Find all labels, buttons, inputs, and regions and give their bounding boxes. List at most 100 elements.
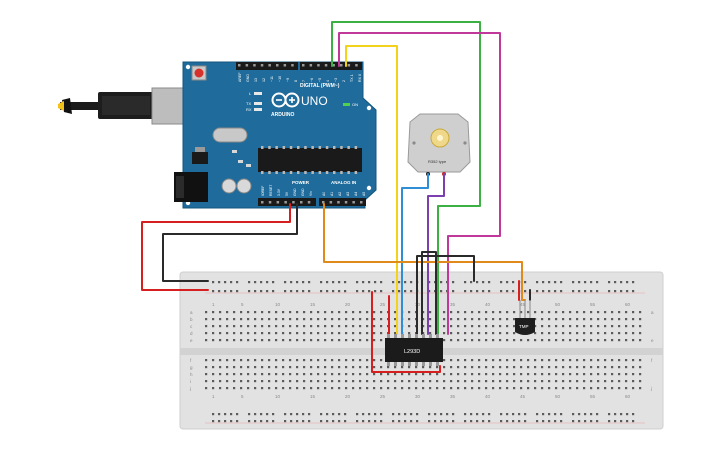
rail-hole xyxy=(236,281,239,284)
rail-hole xyxy=(338,281,341,284)
breadboard-hole xyxy=(296,387,299,390)
breadboard-hole xyxy=(352,373,355,376)
breadboard-hole xyxy=(471,366,474,369)
breadboard-hole xyxy=(632,325,635,328)
usb-cable-tip xyxy=(58,101,64,111)
breadboard-hole xyxy=(639,380,642,383)
breadboard-hole xyxy=(289,359,292,362)
breadboard-hole xyxy=(240,311,243,314)
breadboard-hole xyxy=(373,387,376,390)
breadboard-hole xyxy=(408,311,411,314)
chip-pin xyxy=(275,146,278,149)
rail-hole xyxy=(560,413,563,416)
row-letter: i xyxy=(190,379,191,384)
breadboard-hole xyxy=(261,387,264,390)
breadboard-hole xyxy=(401,380,404,383)
wire-yellow-digital[interactable] xyxy=(345,45,398,335)
smd-component xyxy=(246,164,251,167)
breadboard-hole xyxy=(394,366,397,369)
breadboard-hole xyxy=(331,387,334,390)
breadboard-hole xyxy=(366,318,369,321)
header-pin xyxy=(309,64,313,67)
rail-hole xyxy=(428,281,431,284)
breadboard-hole xyxy=(366,339,369,342)
usb-port xyxy=(151,87,189,125)
breadboard-hole xyxy=(464,311,467,314)
breadboard-hole xyxy=(275,311,278,314)
motor-driver-chip[interactable]: L293D xyxy=(385,334,443,366)
breadboard-hole xyxy=(373,380,376,383)
breadboard-hole xyxy=(604,311,607,314)
voltage-regulator xyxy=(192,152,208,164)
breadboard-hole xyxy=(247,380,250,383)
breadboard-hole xyxy=(366,332,369,335)
breadboard-hole xyxy=(499,373,502,376)
sensor-body[interactable] xyxy=(515,318,535,335)
breadboard-hole xyxy=(254,359,257,362)
rail-hole xyxy=(230,290,233,293)
breadboard-hole xyxy=(268,387,271,390)
breadboard-hole xyxy=(352,311,355,314)
rail-hole xyxy=(344,413,347,416)
chip-body[interactable] xyxy=(385,338,443,362)
breadboard-hole xyxy=(478,332,481,335)
pin-label: 12 xyxy=(262,78,266,82)
breadboard-hole xyxy=(513,311,516,314)
rail-hole xyxy=(608,420,611,423)
breadboard-hole xyxy=(450,373,453,376)
breadboard-hole xyxy=(219,366,222,369)
wire-magenta-digital[interactable] xyxy=(338,32,501,335)
reset-button-cap[interactable] xyxy=(194,68,204,78)
wire-green-digital[interactable] xyxy=(331,21,481,335)
breadboard-hole xyxy=(548,325,551,328)
breadboard-hole xyxy=(618,359,621,362)
breadboard-hole xyxy=(513,359,516,362)
breadboard-hole xyxy=(226,339,229,342)
breadboard-hole xyxy=(352,359,355,362)
wire-black-chip-gnd[interactable] xyxy=(416,255,475,335)
rail-hole xyxy=(212,413,215,416)
breadboard-hole xyxy=(464,332,467,335)
wire-purple-motor[interactable] xyxy=(427,173,445,335)
rail-hole xyxy=(548,281,551,284)
breadboard-hole xyxy=(359,380,362,383)
rail-hole xyxy=(554,420,557,423)
header-pin xyxy=(340,64,343,67)
breadboard-hole xyxy=(464,325,467,328)
breadboard-hole xyxy=(275,318,278,321)
breadboard-hole xyxy=(534,366,537,369)
temperature-sensor[interactable]: TMP xyxy=(515,300,535,335)
breadboard-hole xyxy=(555,366,558,369)
breadboard-hole xyxy=(247,359,250,362)
breadboard-hole xyxy=(324,339,327,342)
breadboard-hole xyxy=(422,373,425,376)
usb-cable-end xyxy=(62,98,72,114)
wire-black-chip-gnd-2[interactable] xyxy=(421,251,437,335)
breadboard-hole xyxy=(548,373,551,376)
wire-5v-red[interactable] xyxy=(141,203,291,291)
breadboard-hole xyxy=(639,325,642,328)
rail-hole xyxy=(488,290,491,293)
wire-gnd-black[interactable] xyxy=(162,203,298,282)
breadboard-hole xyxy=(429,373,432,376)
breadboard-hole xyxy=(352,387,355,390)
breadboard-hole xyxy=(401,387,404,390)
chip-pin xyxy=(275,171,278,174)
breadboard-hole xyxy=(457,373,460,376)
breadboard-hole xyxy=(555,325,558,328)
wire-orange-analog[interactable] xyxy=(323,203,526,301)
breadboard-hole xyxy=(247,325,250,328)
dc-motor[interactable]: R352 type xyxy=(407,113,471,176)
breadboard-hole xyxy=(457,318,460,321)
breadboard-hole xyxy=(345,339,348,342)
breadboard-hole xyxy=(310,373,313,376)
breadboard-hole xyxy=(317,339,320,342)
rail-hole xyxy=(362,420,365,423)
chip-pin xyxy=(408,334,411,339)
breadboard-hole xyxy=(240,318,243,321)
breadboard-hole xyxy=(464,339,467,342)
power-header xyxy=(258,198,316,206)
wire-red-chip-vcc[interactable] xyxy=(371,291,441,373)
breadboard-hole xyxy=(506,332,509,335)
row-letter: b xyxy=(190,317,193,322)
